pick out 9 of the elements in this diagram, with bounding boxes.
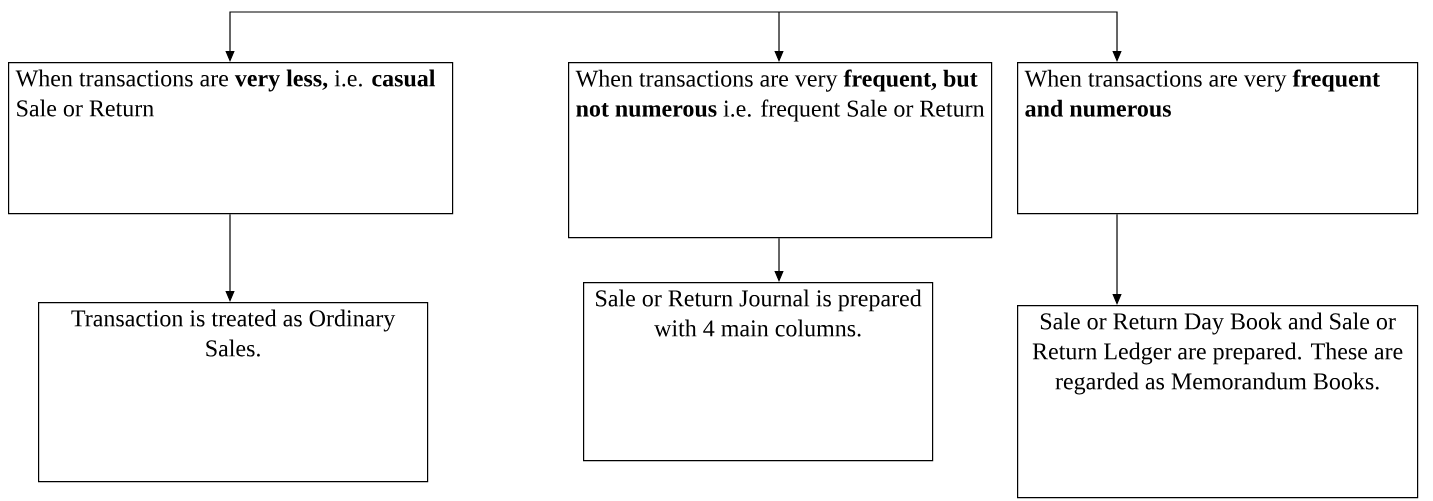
arrow [774, 237, 784, 282]
text-box: Sale or Return Journal is prepared with 4 main columns. [583, 282, 934, 462]
text-box: When transactions are very less, i.e. casual Sale or Return [8, 62, 454, 215]
arrow [1112, 213, 1122, 305]
text-box: Transaction is treated as Ordinary Sales. [38, 302, 429, 483]
text-box: Sale or Return Day Book and Sale or Return Ledger are prepared. These are regarded as Memorandum Books. [1017, 305, 1419, 499]
text-box: When transactions are very frequent and numerous [1017, 62, 1419, 215]
arrow [225, 213, 235, 302]
text-box: When transactions are very frequent, but not numerous i.e. frequent Sale or Return [568, 62, 993, 239]
